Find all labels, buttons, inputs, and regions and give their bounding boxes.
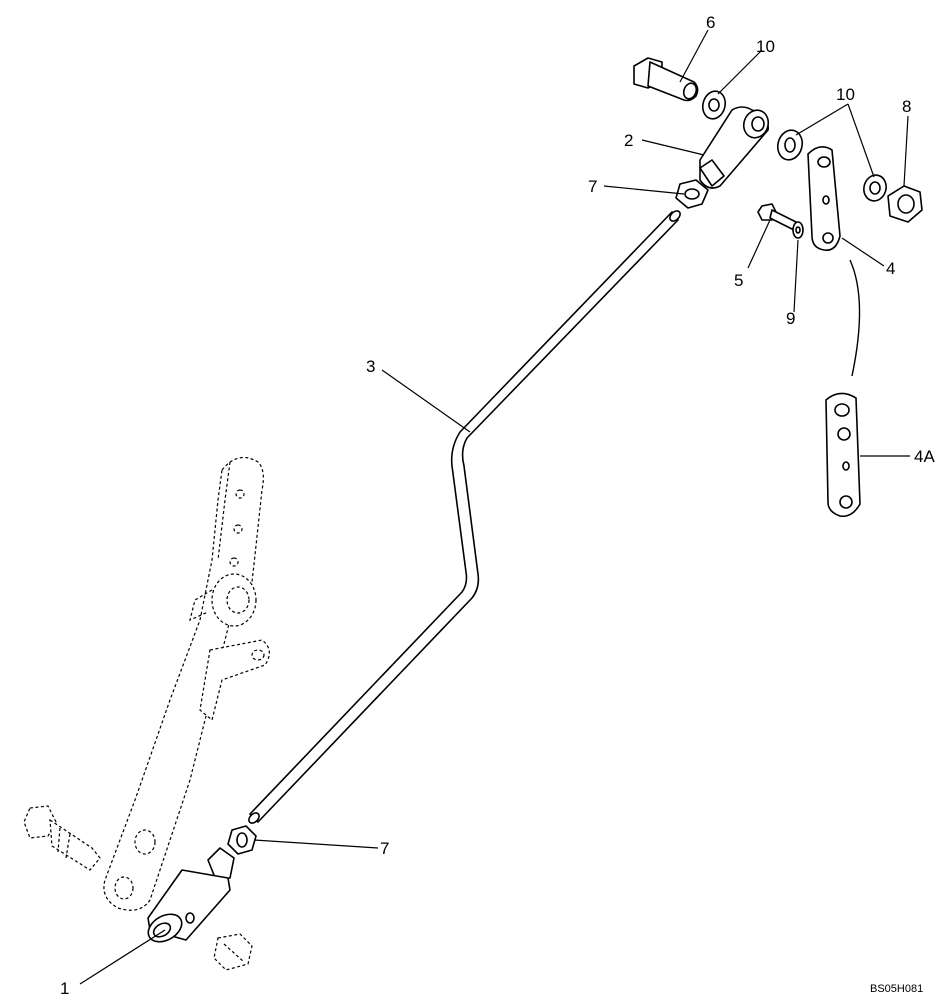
callout-6: 6: [706, 13, 715, 32]
callout-10-left: 10: [756, 37, 775, 56]
pedal-link-alternate: [825, 392, 861, 518]
callout-5: 5: [734, 271, 743, 290]
callout-4: 4: [886, 259, 895, 278]
callout-1: 1: [60, 979, 69, 998]
hex-nut: [887, 185, 923, 223]
jam-nut-lower: [227, 825, 257, 855]
alternate-part-arrow: [849, 259, 861, 377]
callout-2: 2: [624, 131, 633, 150]
washer-right: [863, 174, 887, 202]
callout-7-upper: 7: [588, 177, 597, 196]
washer-upper: [701, 90, 727, 120]
callout-10-right: 10: [836, 85, 855, 104]
leader-lines: [79, 29, 910, 985]
jam-nut-upper: [675, 179, 709, 209]
lock-washer: [792, 221, 804, 239]
hex-bolt-large: [633, 57, 699, 102]
callout-4a: 4A: [914, 447, 935, 466]
hex-bolt-small: [757, 203, 797, 231]
callout-3: 3: [366, 357, 375, 376]
callout-9: 9: [786, 309, 795, 328]
callout-8: 8: [902, 97, 911, 116]
pedal-arm-reference: [23, 456, 270, 971]
pedal-link: [807, 146, 841, 252]
washer-mid: [776, 129, 804, 161]
control-rod: [248, 210, 681, 824]
drawing-code: BS05H081: [870, 983, 923, 995]
callout-7-lower: 7: [380, 839, 389, 858]
rod-end: [699, 106, 770, 189]
